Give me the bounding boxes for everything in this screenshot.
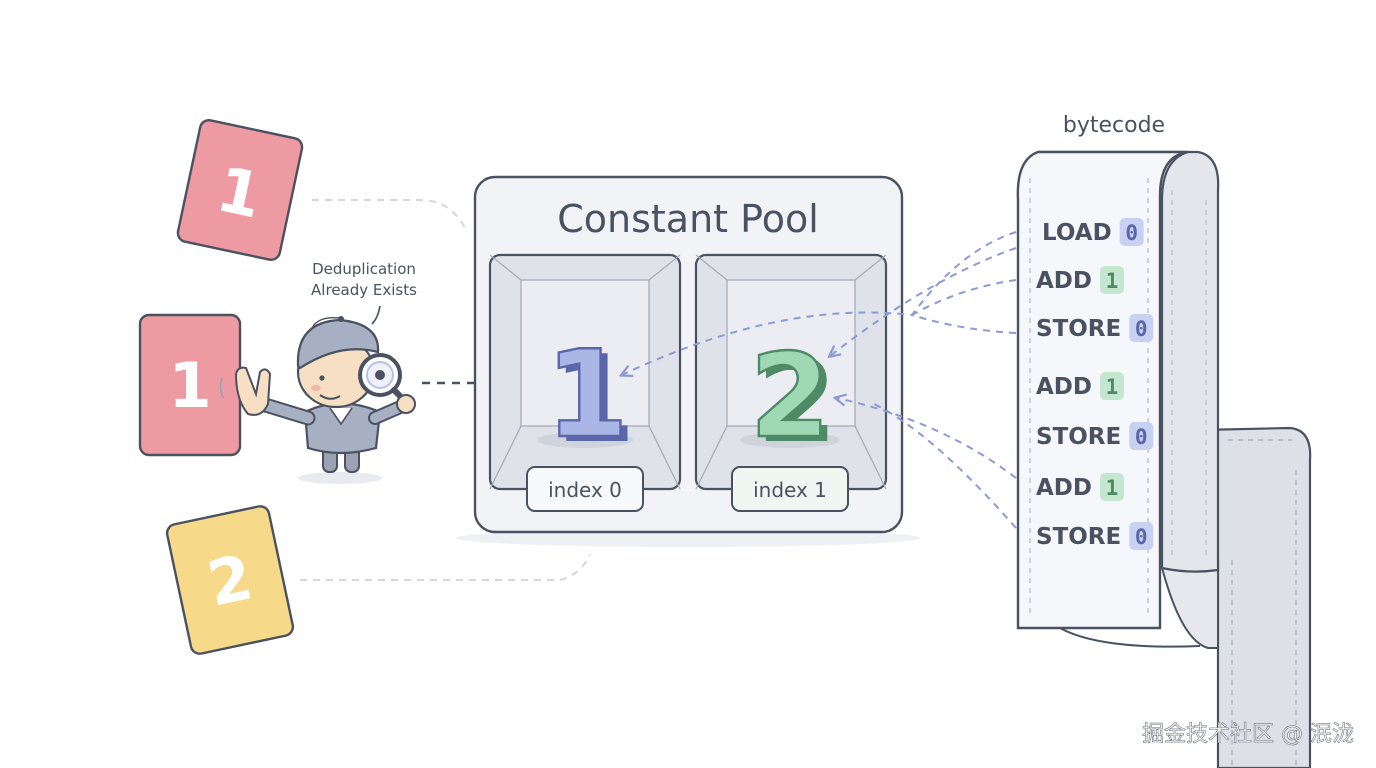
constant-card-bottom: 2 [165,505,295,655]
bytecode-instruction-row: ADD 1 [1036,473,1124,501]
instruction-operand-badge [1099,473,1124,501]
bytecode-title: bytecode [1063,113,1165,138]
instruction-operand-badge [1119,218,1144,246]
instruction-opcode: STORE [1036,524,1121,550]
instruction-operand-badge [1129,422,1154,450]
instruction-operand-badge [1129,314,1154,342]
instruction-opcode: ADD [1036,374,1092,400]
watermark: 掘金技术社区 @ 泯泷 [1142,722,1354,747]
pool-slot-1: 2 2 index 1 [694,253,888,512]
instruction-operand-badge [1099,372,1124,400]
bytecode-instruction-row: STORE 0 [1036,314,1154,342]
instruction-operand: 0 [1135,317,1148,341]
instruction-operand-badge [1129,522,1154,550]
ref-arrow-add-1 [911,279,1017,316]
ref-arrow-to-2 [830,247,1017,356]
inspector-character [219,316,416,484]
ref-arrow-store-1 [911,314,1017,334]
instruction-opcode: STORE [1036,424,1121,450]
reference-arrows [622,231,1017,529]
instruction-operand-badge [1099,266,1124,294]
bytecode-instruction-row: STORE 0 [1036,522,1154,550]
connector-card-bottom [300,554,591,581]
bytecode-instruction-row: LOAD 0 [1042,218,1144,246]
connector-card-top [312,199,466,229]
pool-value-1-shadow: 2 [757,334,838,469]
dedup-label-line2: Already Exists [311,281,417,299]
ref-arrow-add-2 [836,398,1017,479]
instruction-operand: 0 [1135,525,1148,549]
pool-value-0-shadow: 1 [552,331,636,470]
bytecode-instruction-row: ADD 1 [1036,266,1124,294]
ref-arrow-add-3 [869,401,1017,529]
instruction-opcode: ADD [1036,268,1092,294]
pool-slot-0: 1 1 index 0 [488,253,682,512]
instruction-opcode: LOAD [1042,220,1112,246]
instruction-opcode: ADD [1036,475,1092,501]
instruction-operand: 1 [1106,269,1119,293]
instruction-operand: 1 [1106,476,1119,500]
instruction-operand: 1 [1106,375,1119,399]
dedup-label-pointer [371,305,381,325]
pool-value-0: 1 [545,326,629,465]
constant-card-top: 1 [176,119,304,261]
pool-index-label-0: index 0 [548,478,622,502]
bytecode-instruction-row: STORE 0 [1036,422,1154,450]
pool-index-label-1: index 1 [753,478,827,502]
instruction-operand: 0 [1125,221,1138,245]
pool-value-1: 2 [750,329,831,464]
constant-pool: Constant Pool 1 1 index 0 2 2 index 1 [456,175,920,547]
instruction-opcode: STORE [1036,316,1121,342]
constant-card-middle: 1 [138,313,242,457]
instruction-operand: 0 [1135,425,1148,449]
pool-title: Constant Pool [557,197,819,241]
dedup-label-line1: Deduplication [312,260,416,278]
bytecode-instruction-row: ADD 1 [1036,372,1124,400]
card-value: 1 [168,349,211,422]
